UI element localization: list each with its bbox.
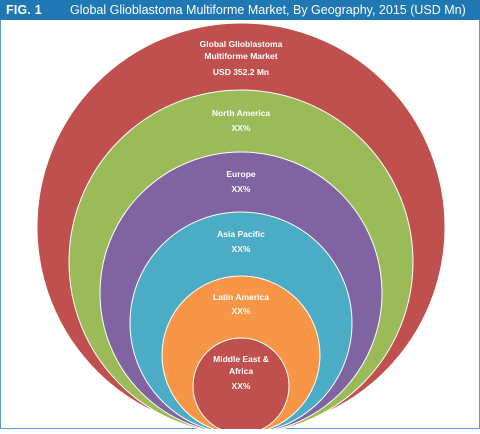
nested-circle-diagram: Global Glioblastoma Multiforme Market US…: [0, 21, 480, 434]
ring-global-market-label-line1: Global Glioblastoma: [200, 39, 283, 49]
ring-middle-east-africa-label-line2: Africa: [229, 366, 253, 376]
ring-europe-label: Europe: [226, 169, 256, 179]
ring-asia-pacific-label: Asia Pacific: [217, 229, 265, 239]
ring-middle-east-africa: Middle East & Africa XX%: [192, 337, 290, 434]
ring-europe-value: XX%: [232, 184, 251, 194]
ring-middle-east-africa-label-line1: Middle East &: [213, 354, 269, 364]
ring-global-market-label-line2: Multiforme Market: [204, 51, 277, 61]
ring-global-market-value: USD 352.2 Mn: [213, 67, 269, 77]
ring-asia-pacific-value: XX%: [232, 244, 251, 254]
ring-middle-east-africa-circle: [192, 337, 290, 434]
figure-label: FIG. 1: [6, 3, 42, 17]
ring-latin-america-label: Latin America: [213, 292, 269, 302]
figure-header: FIG. 1 Global Glioblastoma Multiforme Ma…: [0, 0, 480, 20]
figure-title: Global Glioblastoma Multiforme Market, B…: [70, 3, 466, 17]
ring-middle-east-africa-value: XX%: [232, 381, 251, 391]
ring-north-america-label: North America: [212, 108, 271, 118]
ring-north-america-value: XX%: [232, 123, 251, 133]
ring-latin-america-value: XX%: [232, 306, 251, 316]
